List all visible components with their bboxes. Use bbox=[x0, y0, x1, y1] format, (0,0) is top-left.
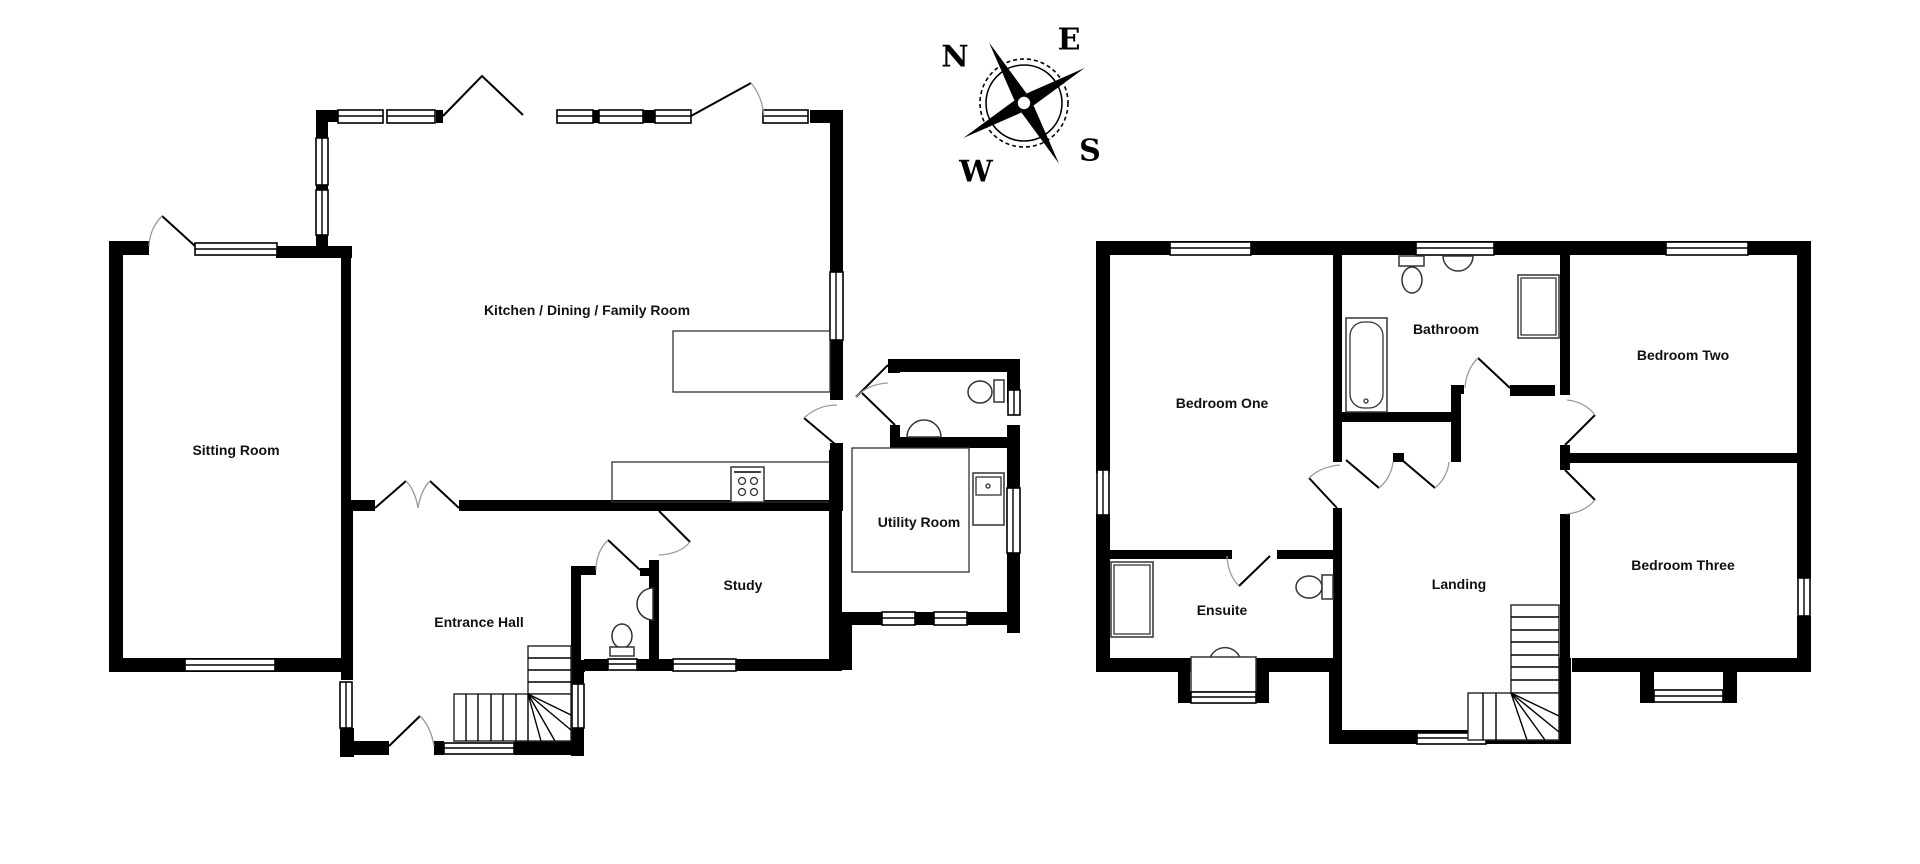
compass-north-label: N bbox=[941, 39, 969, 75]
kitchen-to-hall-double-door bbox=[374, 480, 460, 509]
kitchen-worktop bbox=[611, 461, 831, 503]
first-floor-doors bbox=[1226, 357, 1596, 587]
first-floor-windows bbox=[1096, 241, 1811, 745]
compass-rose-icon bbox=[963, 42, 1085, 164]
room-label-study: Study bbox=[723, 577, 763, 593]
compass-east-label: E bbox=[1057, 22, 1081, 58]
staircase-ground bbox=[453, 645, 572, 742]
room-label-kitchen: Kitchen / Dining / Family Room bbox=[483, 302, 691, 318]
room-label-bathroom: Bathroom bbox=[1412, 321, 1480, 337]
study-walls bbox=[658, 450, 842, 672]
kitchen-bifold-doors bbox=[442, 74, 765, 117]
room-label-sitting-room: Sitting Room bbox=[192, 442, 280, 458]
sitting-room-window-bottom bbox=[184, 658, 276, 672]
compass-south-label: S bbox=[1079, 133, 1101, 169]
room-label-utility-room: Utility Room bbox=[877, 514, 961, 530]
cloakroom-wc bbox=[584, 539, 673, 671]
kitchen-windows bbox=[315, 109, 844, 341]
kitchen-island bbox=[672, 330, 831, 393]
ensuite-fixtures bbox=[1110, 561, 1334, 704]
bedroom-three-bay-window bbox=[1640, 658, 1811, 703]
room-label-bedroom-two: Bedroom Two bbox=[1636, 347, 1730, 363]
room-label-ensuite: Ensuite bbox=[1196, 602, 1248, 618]
sitting-room-door bbox=[148, 215, 196, 247]
utility-room-walls bbox=[803, 359, 1021, 670]
first-floor bbox=[1096, 241, 1811, 745]
room-label-bedroom-three: Bedroom Three bbox=[1631, 557, 1735, 573]
room-label-bedroom-one: Bedroom One bbox=[1175, 395, 1269, 411]
compass-west-label: W bbox=[959, 154, 993, 190]
ground-floor bbox=[109, 74, 1021, 757]
entrance-hall-windows bbox=[339, 681, 585, 755]
room-label-landing: Landing bbox=[1431, 576, 1487, 592]
bathroom-fixtures bbox=[1345, 255, 1560, 413]
room-label-entrance-hall: Entrance Hall bbox=[434, 614, 524, 630]
front-door bbox=[388, 715, 435, 747]
staircase-first-floor bbox=[1467, 604, 1560, 741]
sitting-room-window-top bbox=[194, 242, 278, 256]
